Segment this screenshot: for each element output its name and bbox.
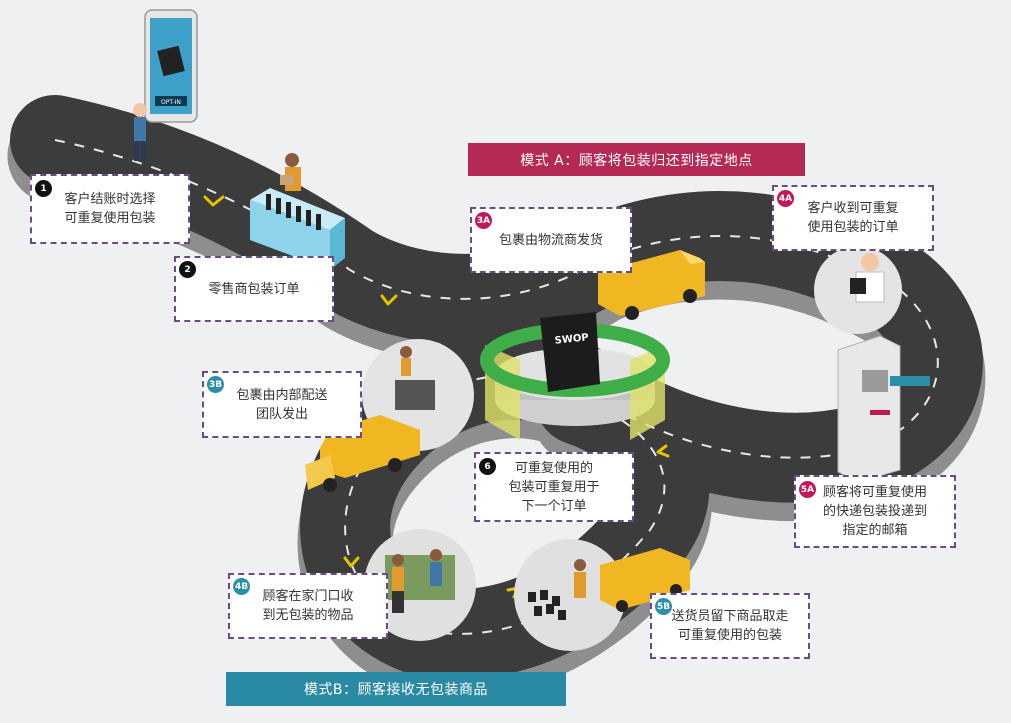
step-2-text: 零售商包装订单 [208,281,300,297]
step-3b-box: 包裹由内部配送 团队发出 [202,371,362,438]
mode-b-banner: 模式B：顾客接收无包装商品 [226,672,566,706]
step-2-badge: 2 [179,261,196,278]
customer-4a-illustration [814,246,902,334]
step-3a-badge: 3A [475,212,492,229]
arrow-mark [656,444,670,458]
step-1-text: 客户结账时选择 可重复使用包装 [64,192,156,226]
arrow-mark [380,294,398,306]
recycle-hub-illustration: SWOP [480,312,670,440]
step-3b-badge: 3B [207,376,224,393]
step-4a-text: 客户收到可重复 使用包装的订单 [807,201,899,235]
arrow-mark [203,195,225,207]
step-2-box: 零售商包装订单 [174,256,334,322]
step-5b-badge: 5B [655,598,672,615]
step-6-badge: 6 [479,458,496,475]
step-4b-text: 顾客在家门口收 到无包装的物品 [262,589,354,623]
doorstep-4b-illustration [364,529,476,641]
step-6-text: 可重复使用的 包装可重复用于 下一个订单 [508,460,600,514]
step-5b-box: 送货员留下商品取走 可重复使用的包装 [650,593,810,659]
step-4a-box: 客户收到可重复 使用包装的订单 [772,185,934,251]
mailbox-5a-illustration [837,335,930,483]
mode-a-banner: 模式 A：顾客将包装归还到指定地点 [468,143,805,176]
step-4a-badge: 4A [777,190,794,207]
step-4b-badge: 4B [233,578,250,595]
step-1-badge: 1 [35,180,52,197]
step-5a-badge: 5A [799,481,816,498]
step-5a-text: 顾客将可重复使用 的快递包装投递到 指定的邮箱 [822,485,927,538]
step-1-box: 客户结账时选择 可重复使用包装 [30,174,190,244]
step-3b-text: 包裹由内部配送 团队发出 [236,387,328,422]
step-4b-box: 顾客在家门口收 到无包装的物品 [228,573,388,639]
step-3a-text: 包裹由物流商发货 [498,232,603,248]
step-6-box: 可重复使用的 包装可重复用于 下一个订单 [474,452,634,522]
phone-illustration: OPT-IN [133,9,198,161]
step-3a-box: 包裹由物流商发货 [470,207,632,273]
packing-station-illustration [250,153,345,270]
center-box-label: SWOP [554,332,589,347]
arrow-mark [343,556,360,568]
phone-label: OPT-IN [161,99,181,106]
step-5a-box: 顾客将可重复使用 的快递包装投递到 指定的邮箱 [794,475,956,548]
step-5b-text: 送货员留下商品取走 可重复使用的包装 [671,609,789,643]
